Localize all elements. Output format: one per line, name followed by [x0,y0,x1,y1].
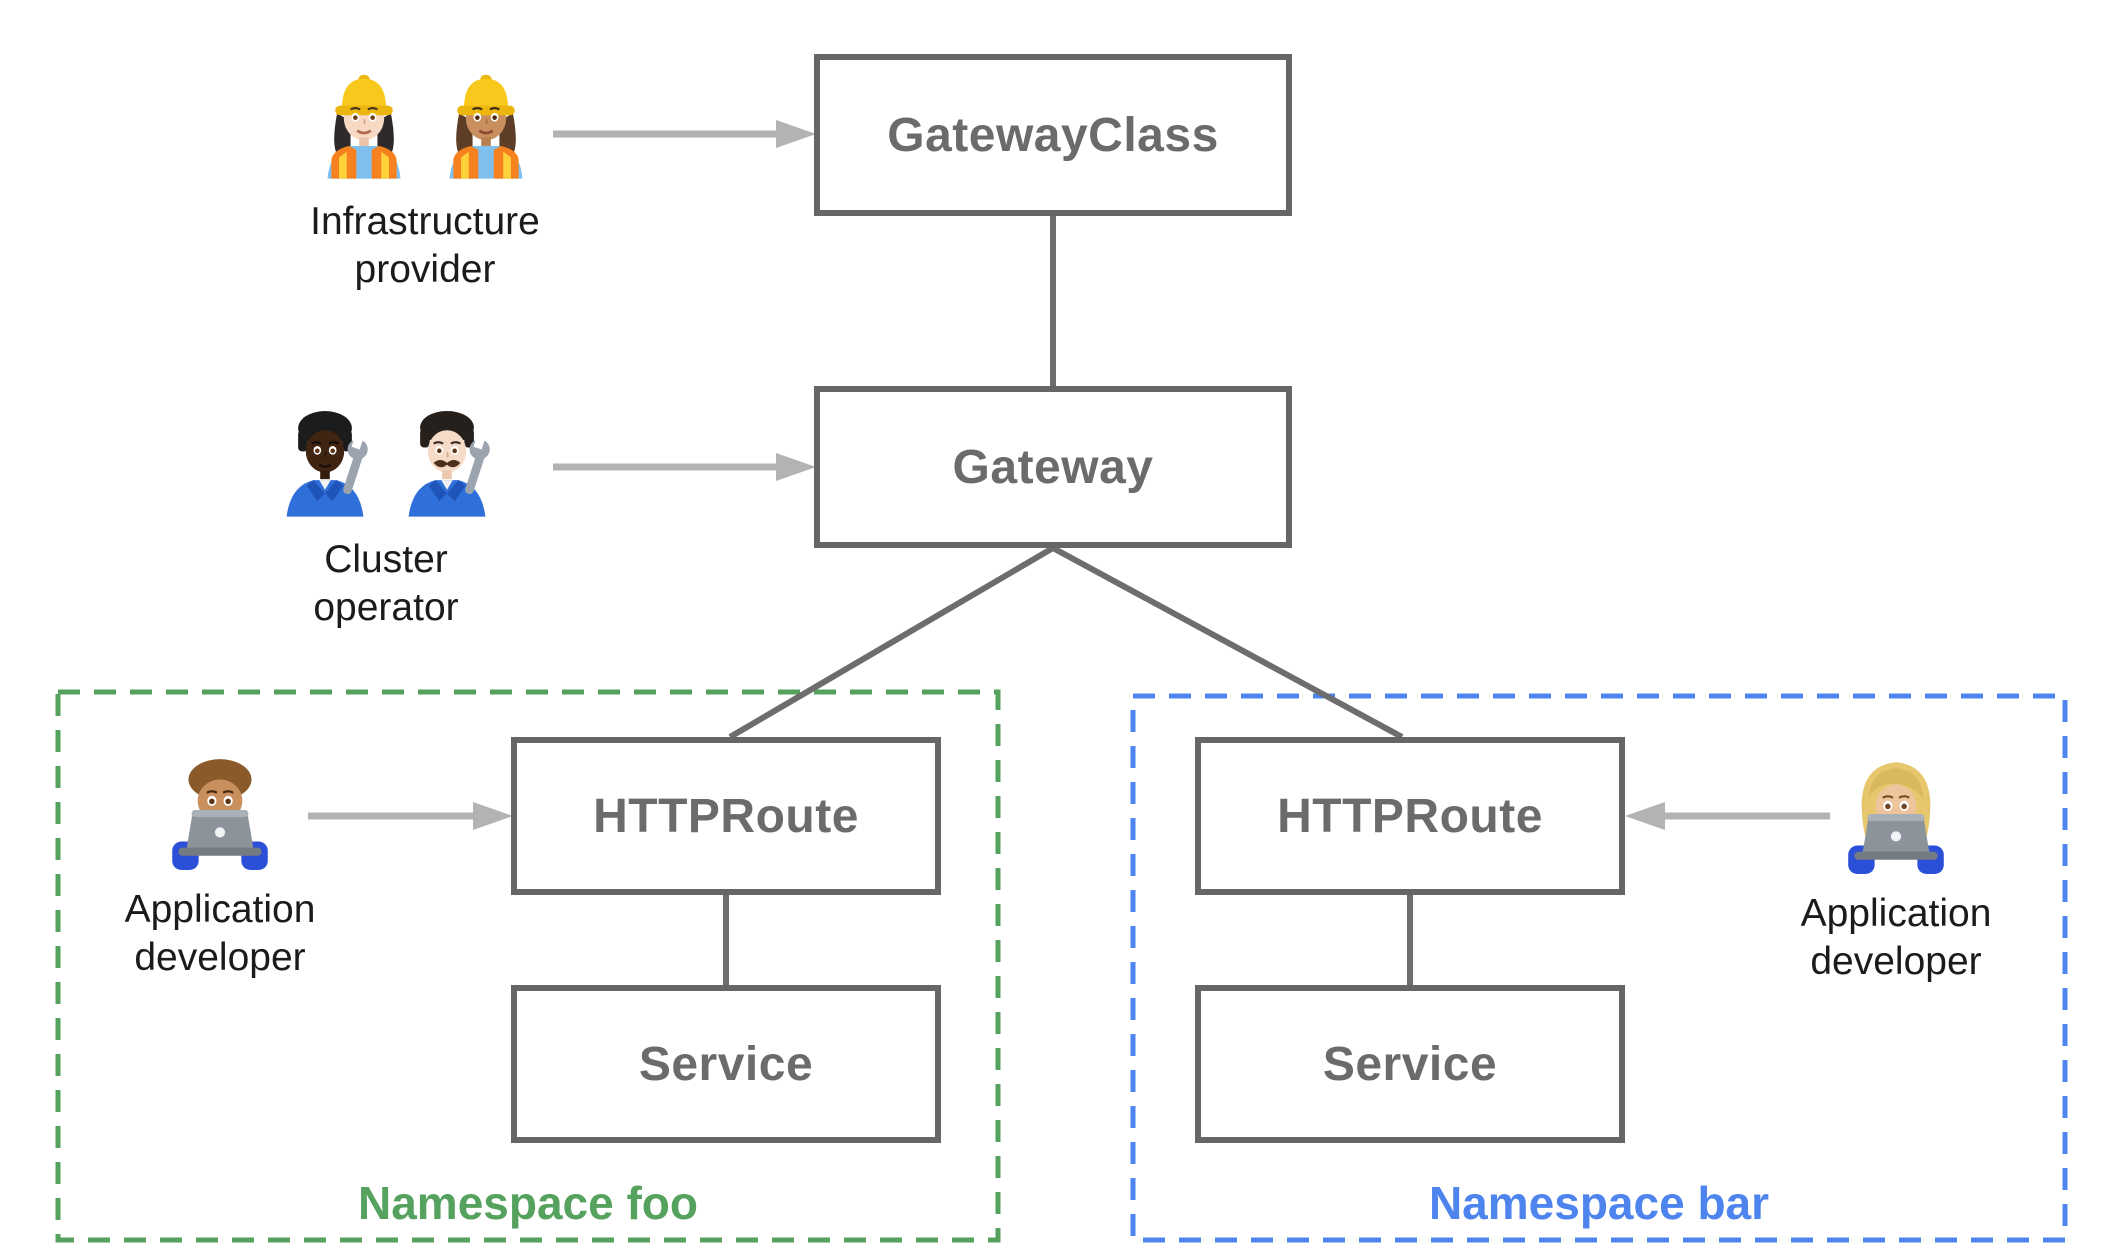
connector-gateway-httproute-foo [728,545,1055,740]
cluster-operator-icons [277,398,495,520]
wrench-icon [465,433,490,495]
persona-cluster-operator: Cluster operator [216,398,556,631]
persona-infrastructure-provider: Infrastructure provider [255,60,595,293]
mechanic-dark-icon [286,411,368,517]
arrow-application-developer-foo [308,802,513,830]
wrench-icon [343,433,368,495]
infrastructure-provider-label: Infrastructure provider [310,200,540,291]
namespace-bar-border [1130,693,2068,1243]
infrastructure-provider-icons [316,60,534,182]
namespace-bar-label: Namespace bar [1428,1177,1770,1229]
man-technologist-icon [172,759,268,870]
node-gatewayclass: GatewayClass [814,54,1292,216]
connectors [723,216,1413,985]
node-service-bar: Service [1195,985,1625,1143]
node-httproute-bar: HTTPRoute [1195,737,1625,895]
application-developer-foo-label: Application developer [124,888,316,979]
woman-construction-worker-light-icon [327,74,401,179]
node-gateway: Gateway [814,386,1292,548]
namespace-foo-label: Namespace foo [357,1177,698,1229]
arrow-application-developer-bar [1625,802,1830,830]
node-httproute-foo: HTTPRoute [511,737,941,895]
arrow-cluster-operator [553,453,816,481]
woman-technologist-icon [1848,762,1944,874]
persona-application-developer-bar: Application developer [1726,752,2066,985]
namespace-foo-border [55,689,1001,1243]
arrow-infrastructure-provider [553,120,816,148]
persona-arrows [308,120,1830,830]
application-developer-bar-icons [1840,752,1952,874]
node-service-foo: Service [511,985,941,1143]
persona-application-developer-foo: Application developer [50,748,390,981]
cluster-operator-label: Cluster operator [313,538,459,629]
application-developer-bar-label: Application developer [1800,892,1992,983]
application-developer-foo-icons [164,748,276,870]
connector-gateway-httproute-bar [1051,545,1404,740]
man-mechanic-light-icon [408,411,490,517]
woman-construction-worker-medium-icon [449,74,523,179]
